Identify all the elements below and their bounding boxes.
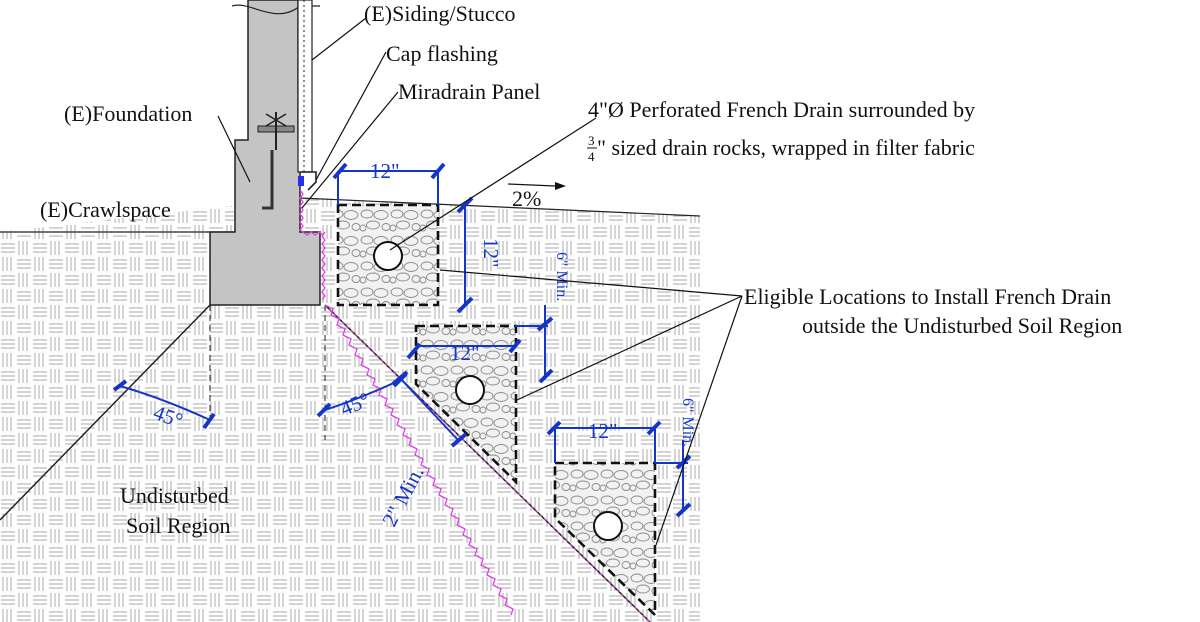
- miradrain-panel-label: Miradrain Panel: [398, 79, 540, 104]
- slope-label: 2%: [512, 186, 541, 211]
- dimension-drain-2-width: 12": [406, 338, 522, 365]
- existing-siding-stucco: [297, 0, 313, 173]
- leader-lines: [217, 17, 743, 546]
- filter-fabric-slope: [324, 304, 651, 622]
- exterior-grade-line: [299, 197, 701, 217]
- slope-indicator: 2%: [507, 182, 566, 211]
- perforated-pipe-2: [455, 375, 485, 405]
- french-drain-3: [553, 461, 657, 619]
- siding-stucco-label: (E)Siding/Stucco: [364, 1, 516, 26]
- cap-flashing-label: Cap flashing: [386, 41, 498, 66]
- drain-rock-fraction-denominator: 4: [588, 149, 595, 164]
- dimension-drain-1-depth: 12": [456, 196, 503, 314]
- drain-1-depth-label: 12": [479, 238, 503, 268]
- drain-2-width-label: 12": [450, 341, 480, 365]
- foundation-label: (E)Foundation: [64, 101, 192, 126]
- drain-rock-fraction-numerator: 3: [588, 133, 595, 148]
- french-drain-description-line-1: 4"Ø Perforated French Drain surrounded b…: [588, 97, 975, 122]
- undisturbed-soil-region: [0, 304, 651, 622]
- french-drain-1: [336, 203, 440, 307]
- crawlspace-label: (E)Crawlspace: [40, 197, 171, 222]
- six-inch-min-label-a: 6" Min.: [553, 252, 570, 301]
- dimension-6in-min-a: 6" Min.: [515, 252, 570, 384]
- french-drain-description-line-2: " sized drain rocks, wrapped in filter f…: [597, 135, 975, 160]
- french-drain-2: [414, 324, 518, 486]
- drain-1-width-label: 12": [370, 159, 400, 183]
- dimension-6in-min-b: 6" Min.: [655, 398, 696, 518]
- perforated-pipe-3: [593, 511, 623, 541]
- dimension-drain-1-width: 12": [332, 159, 446, 205]
- undisturbed-soil-label-line-1: Undisturbed: [120, 483, 229, 508]
- dimension-drain-3-width: 12": [546, 419, 662, 463]
- six-inch-min-label-b: 6" Min.: [679, 398, 696, 447]
- cap-flashing: [298, 171, 317, 191]
- eligible-locations-line-2: outside the Undisturbed Soil Region: [802, 313, 1122, 338]
- perforated-pipe-1: [373, 241, 403, 271]
- undisturbed-soil-label-line-2: Soil Region: [126, 513, 231, 538]
- eligible-locations-line-1: Eligible Locations to Install French Dra…: [744, 284, 1111, 309]
- miradrain-panel: [299, 189, 326, 301]
- drain-3-width-label: 12": [588, 419, 618, 443]
